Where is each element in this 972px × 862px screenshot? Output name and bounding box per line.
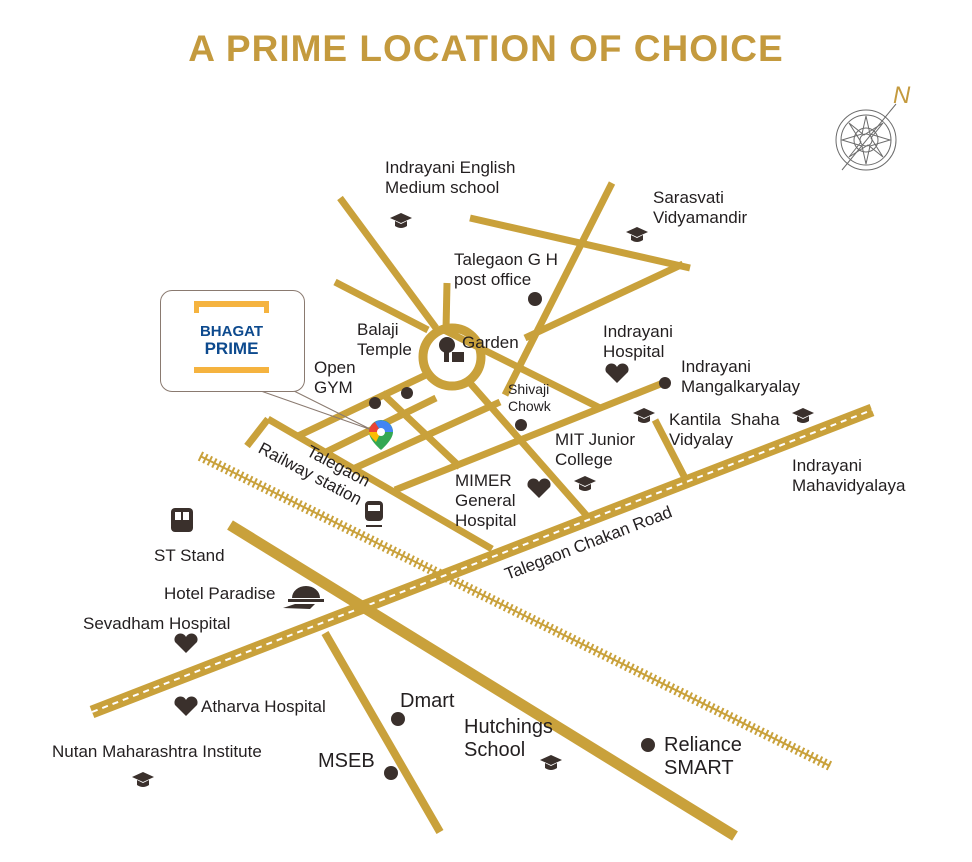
graduation-cap-icon xyxy=(390,213,412,228)
mseb-dot xyxy=(384,766,398,780)
logo-line2: PRIME xyxy=(204,339,259,358)
graduation-cap-icon xyxy=(633,408,655,423)
road xyxy=(379,390,463,470)
roundabout xyxy=(418,323,486,391)
graduation-cap-icon xyxy=(792,408,814,423)
label-sevadham-hospital: Sevadham Hospital xyxy=(83,614,231,633)
page-title: A PRIME LOCATION OF CHOICE xyxy=(188,28,784,69)
tree-icon xyxy=(439,337,464,362)
road xyxy=(442,282,451,331)
road-center-line xyxy=(91,409,873,713)
roads xyxy=(89,181,875,841)
label-hotel-paradise: Hotel Paradise xyxy=(164,584,276,603)
shivaji-chowk-dot xyxy=(515,419,527,431)
graduation-cap-icon xyxy=(540,755,562,770)
road xyxy=(393,377,670,494)
road xyxy=(501,181,616,397)
balaji-temple-dot xyxy=(401,387,413,399)
compass-north-label: N xyxy=(893,82,911,109)
road xyxy=(333,278,430,334)
label-st-stand: ST Stand xyxy=(154,546,225,565)
road xyxy=(651,418,689,480)
road xyxy=(296,370,430,440)
project-callout: BHAGAT PRIME xyxy=(160,290,305,392)
train-icon xyxy=(365,501,383,527)
label-garden: Garden xyxy=(462,333,519,352)
road xyxy=(337,195,439,331)
road xyxy=(266,415,494,553)
compass-icon xyxy=(835,103,897,171)
graduation-cap-icon xyxy=(626,227,648,242)
heart-pulse-icon xyxy=(174,696,198,716)
heart-pulse-icon xyxy=(527,478,551,498)
reliance-dot xyxy=(641,738,655,752)
dmart-dot xyxy=(391,712,405,726)
heart-pulse-icon xyxy=(605,363,629,383)
label-dmart: Dmart xyxy=(400,690,455,712)
logo-line1: BHAGAT xyxy=(199,323,264,340)
bus-icon xyxy=(171,508,193,532)
road xyxy=(321,630,444,835)
label-atharva-hospital: Atharva Hospital xyxy=(201,697,326,716)
road xyxy=(523,260,685,342)
road xyxy=(469,214,691,272)
school-icons xyxy=(132,213,814,787)
heart-pulse-icon xyxy=(174,633,198,653)
road xyxy=(244,416,271,449)
bhagat-prime-logo: BHAGAT PRIME xyxy=(194,301,269,373)
mangalkaryalay-dot xyxy=(659,377,671,389)
graduation-cap-icon xyxy=(574,476,596,491)
open-gym-dot xyxy=(369,397,381,409)
road xyxy=(227,520,738,841)
graduation-cap-icon xyxy=(132,772,154,787)
hospital-icons xyxy=(174,363,629,716)
label-mseb: MSEB xyxy=(318,750,375,772)
label-nutan-institute: Nutan Maharashtra Institute xyxy=(52,742,262,761)
map-pin-icon xyxy=(369,420,393,450)
post-office-dot xyxy=(528,292,542,306)
hotel-bell-icon xyxy=(283,586,324,609)
railway-line xyxy=(199,455,831,767)
